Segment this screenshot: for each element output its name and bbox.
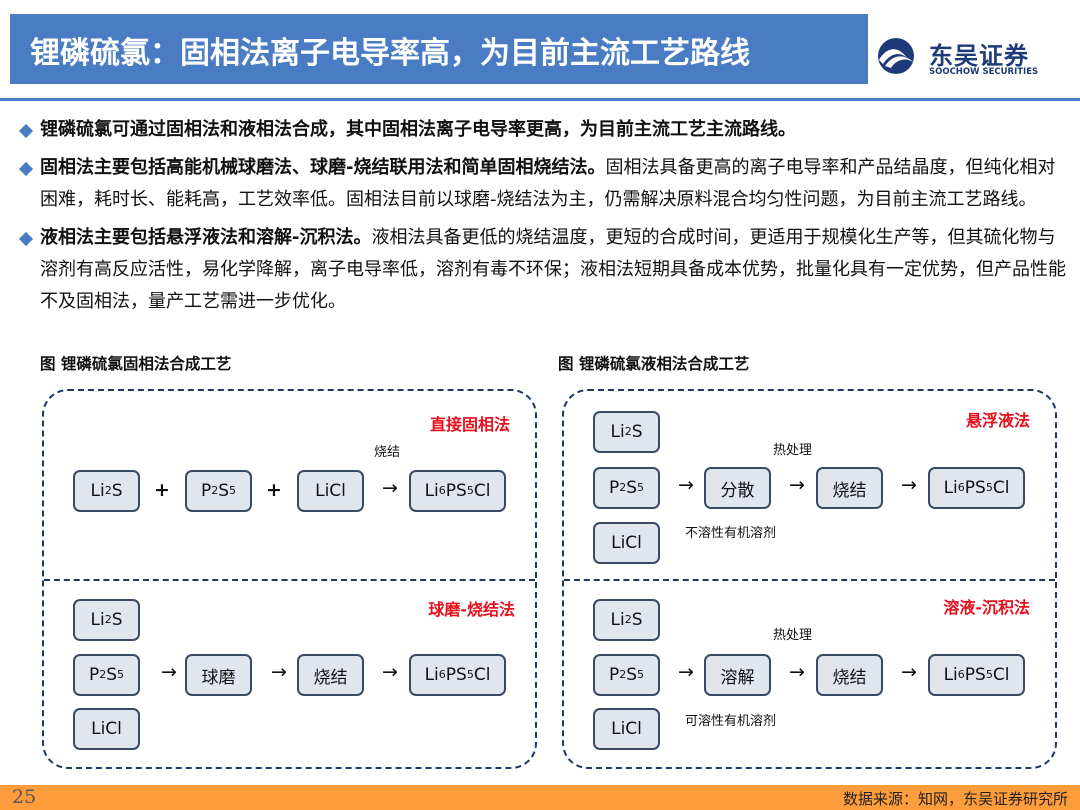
- arrow-icon: →: [901, 474, 917, 496]
- solid-figure-title: 图 锂磷硫氯固相法合成工艺: [40, 355, 232, 373]
- logo-mark-icon: [878, 38, 914, 74]
- diamond-bullet-icon: [18, 123, 34, 139]
- bullet-text: 液相法具备更低的烧结温度，更短的合成时间，更适用于规模化生产等，但其硫化物与溶剂…: [40, 227, 1066, 312]
- bullet-text: 固相法具备更高的离子电导率和产品结晶度，但纯化相对困难，耗时长、能耗高，工艺效率…: [40, 157, 1056, 210]
- bullet-item: 液相法主要包括悬浮液法和溶解-沉积法。液相法具备更低的烧结温度，更短的合成时间，…: [18, 222, 1068, 318]
- bullet-bold-text: 液相法主要包括悬浮液法和溶解-沉积法。: [40, 227, 372, 248]
- plus-sign: +: [154, 479, 170, 501]
- step-box-dissolution: 溶解: [704, 654, 771, 696]
- method-label-dissolution: 溶液-沉积法: [943, 598, 1030, 617]
- footer-bar: 25 数据来源：知网，东吴证券研究所: [0, 785, 1080, 810]
- reagent-box-licl: LiCl: [297, 470, 364, 512]
- step-box-sintering: 烧结: [816, 467, 883, 509]
- diamond-bullet-icon: [18, 231, 34, 247]
- diamond-bullet-icon: [18, 161, 34, 177]
- method-label-direct: 直接固相法: [429, 415, 510, 434]
- plus-sign: +: [266, 479, 282, 501]
- arrow-icon: →: [901, 661, 917, 683]
- arrow-icon: →: [271, 661, 287, 683]
- bullet-bold-text: 锂磷硫氯可通过固相法和液相法合成，其中固相法离子电导率更高，为目前主流工艺主流路…: [40, 119, 796, 140]
- page-number: 25: [12, 786, 37, 808]
- bullet-bold-text: 固相法主要包括高能机械球磨法、球磨-烧结联用法和简单固相烧结法。: [40, 157, 606, 178]
- arrow-icon: →: [678, 661, 694, 683]
- bullet-list: 锂磷硫氯可通过固相法和液相法合成，其中固相法离子电导率更高，为目前主流工艺主流路…: [18, 114, 1068, 324]
- section-divider: [564, 579, 1055, 581]
- arrow-icon: →: [678, 474, 694, 496]
- step-note-heat-treatment: 热处理: [773, 443, 813, 458]
- logo-name-en: SOOCHOW SECURITIES: [929, 67, 1039, 77]
- arrow-icon: →: [161, 661, 177, 683]
- liquid-figure-title: 图 锂磷硫氯液相法合成工艺: [558, 355, 750, 373]
- step-note-solvent: 不溶性有机溶剂: [685, 526, 777, 541]
- step-note-heat-treatment: 热处理: [773, 628, 813, 643]
- method-label-ball-sinter: 球磨-烧结法: [428, 600, 515, 619]
- step-box-sintering: 烧结: [816, 654, 883, 696]
- reagent-box-licl: LiCl: [593, 708, 660, 750]
- method-label-suspension: 悬浮液法: [965, 411, 1030, 430]
- title-bar: 锂磷硫氯：固相法离子电导率高，为目前主流工艺路线: [10, 14, 868, 84]
- data-source: 数据来源：知网，东吴证券研究所: [842, 790, 1068, 808]
- reagent-box-licl: LiCl: [73, 708, 140, 750]
- step-box-sintering: 烧结: [297, 654, 364, 696]
- section-divider: [44, 579, 535, 581]
- company-logo: 东吴证券 SOOCHOW SECURITIES: [873, 30, 1073, 86]
- arrow-icon: →: [382, 661, 398, 683]
- step-box-dispersion: 分散: [704, 467, 771, 509]
- arrow-icon: →: [789, 474, 805, 496]
- step-note-sinter: 烧结: [374, 445, 401, 460]
- slide-title: 锂磷硫氯：固相法离子电导率高，为目前主流工艺路线: [30, 36, 750, 71]
- reagent-box-licl: LiCl: [593, 522, 660, 564]
- arrow-icon: →: [789, 661, 805, 683]
- step-box-ball-milling: 球磨: [185, 654, 252, 696]
- arrow-icon: →: [382, 477, 398, 499]
- title-divider: [0, 98, 1080, 101]
- bullet-item: 固相法主要包括高能机械球磨法、球磨-烧结联用法和简单固相烧结法。固相法具备更高的…: [18, 152, 1068, 216]
- bullet-item: 锂磷硫氯可通过固相法和液相法合成，其中固相法离子电导率更高，为目前主流工艺主流路…: [18, 114, 1068, 146]
- logo-name-cn: 东吴证券: [929, 42, 1029, 70]
- step-note-solvent: 可溶性有机溶剂: [685, 714, 777, 729]
